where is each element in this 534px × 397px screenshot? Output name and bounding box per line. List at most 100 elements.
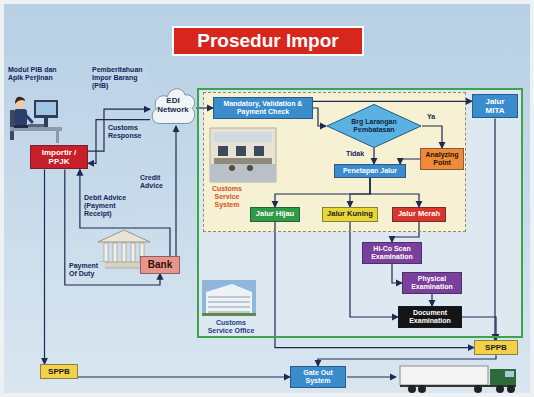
region-label: Customs Service Office — [203, 319, 259, 335]
photo-desk — [214, 158, 272, 164]
diamond-shape — [327, 104, 421, 147]
box-text: Mandatory, Validation & Payment Check — [217, 100, 309, 116]
photo-frame — [210, 128, 276, 182]
flow-connector — [275, 222, 474, 348]
flow-connector — [350, 178, 370, 207]
flow-connector — [88, 109, 150, 151]
box-text: SPPB — [44, 367, 74, 376]
edge-label: Payment Of Duty — [69, 262, 105, 278]
box-text: Document Examination — [402, 309, 458, 325]
document-box: SPPB — [40, 364, 78, 379]
chair — [10, 110, 14, 140]
photo-person — [229, 165, 235, 171]
wheel — [496, 385, 504, 393]
edge-label: Credit Advice — [140, 174, 172, 190]
flow-connector — [275, 178, 370, 207]
building — [206, 284, 252, 316]
edge-label: Tidak — [346, 150, 370, 158]
box-text: Brg Larangan Pembatasan — [344, 118, 404, 134]
wheel — [408, 385, 416, 393]
pediment — [98, 230, 150, 242]
exam-box: Hi-Co Scan Examination — [362, 242, 422, 264]
column — [113, 243, 117, 262]
hair — [15, 97, 25, 104]
flow-connector — [392, 264, 402, 283]
flow-connector — [370, 178, 419, 207]
exit-arrow — [347, 376, 396, 377]
note-label: Modul PIB dan Aplk Perjinan — [8, 66, 66, 82]
bank-box: Bank — [140, 256, 180, 274]
office-building-photo — [202, 280, 256, 316]
process-box: Gate Out System — [290, 366, 346, 388]
box-text: SPPB — [478, 343, 514, 352]
monitor — [34, 100, 58, 118]
arm — [24, 113, 32, 122]
process-box: Penetapan Jalur — [334, 164, 406, 178]
computer-room-photo — [210, 128, 276, 182]
flow-connector — [78, 376, 290, 377]
box-text: Jalur MITA — [476, 97, 514, 115]
lane-box: Jalur Merah — [392, 207, 446, 222]
box-text: Physical Examination — [406, 275, 458, 291]
office-ground — [197, 88, 523, 338]
decision-diamond: Brg Larangan Pembatasan — [326, 104, 422, 148]
flow-connector — [313, 108, 326, 126]
column — [104, 243, 108, 262]
trailer — [400, 366, 488, 385]
edge-label: Pemberitahuan Impor Barang (PIB) — [92, 66, 148, 90]
wheel — [418, 385, 426, 393]
edge-label: Ya — [427, 113, 439, 121]
title-text: Prosedur Impor — [197, 30, 338, 52]
column — [122, 243, 126, 262]
box-text: EDI Network — [155, 96, 192, 114]
system-ground — [203, 92, 466, 232]
process-box: Mandatory, Validation & Payment Check — [213, 97, 313, 119]
flow-connector — [422, 126, 442, 148]
edge-label: Debit Advice (Payment Receipt) — [84, 194, 134, 218]
flow-connector — [313, 101, 472, 102]
box-text: Importir / PPJK — [34, 148, 84, 166]
wheel — [507, 385, 515, 393]
office-region: Customs Service OfficeCustoms Service Sy… — [197, 88, 523, 338]
legs — [14, 125, 28, 128]
building-windows — [208, 297, 250, 312]
torso — [14, 109, 27, 126]
box-text: Jalur Merah — [396, 210, 442, 219]
lane-box: Jalur MITA — [472, 94, 518, 118]
lane-box: Jalur Kuning — [322, 207, 378, 222]
photo-sky — [202, 280, 256, 316]
exam-box: Physical Examination — [402, 272, 462, 294]
photo-window — [214, 132, 272, 142]
truck — [400, 366, 516, 393]
flow-connector — [350, 222, 398, 317]
box-text: Penetapan Jalur — [338, 167, 402, 175]
photo-monitor — [236, 146, 246, 156]
box-text: Bank — [144, 259, 176, 271]
flow-connector — [88, 120, 150, 164]
monitor-stand — [44, 118, 48, 127]
flow-connector — [373, 148, 374, 164]
wheel — [474, 385, 482, 393]
screen — [36, 102, 56, 115]
document-box: SPPB — [474, 340, 518, 355]
box-text: Gate Out System — [294, 369, 342, 385]
photo-person — [247, 165, 253, 171]
box-text: Jalur Hijau — [254, 210, 296, 219]
keyboard — [28, 124, 44, 127]
cab — [490, 369, 516, 385]
process-box: Analyzing Point — [420, 148, 464, 170]
lawn — [202, 313, 256, 316]
photo-monitor — [254, 146, 264, 156]
flow-connector — [175, 126, 176, 256]
exam-box: Document Examination — [398, 306, 462, 328]
column — [131, 243, 135, 262]
photo-monitor — [218, 146, 228, 156]
box-text: Analyzing Point — [424, 151, 460, 167]
cloud-shape — [152, 89, 195, 124]
flow-connector — [44, 169, 45, 364]
photo-floor — [210, 164, 276, 182]
box-text: Hi-Co Scan Examination — [366, 245, 418, 261]
title-banner: Prosedur Impor — [172, 26, 364, 56]
poster-board — [4, 4, 530, 393]
